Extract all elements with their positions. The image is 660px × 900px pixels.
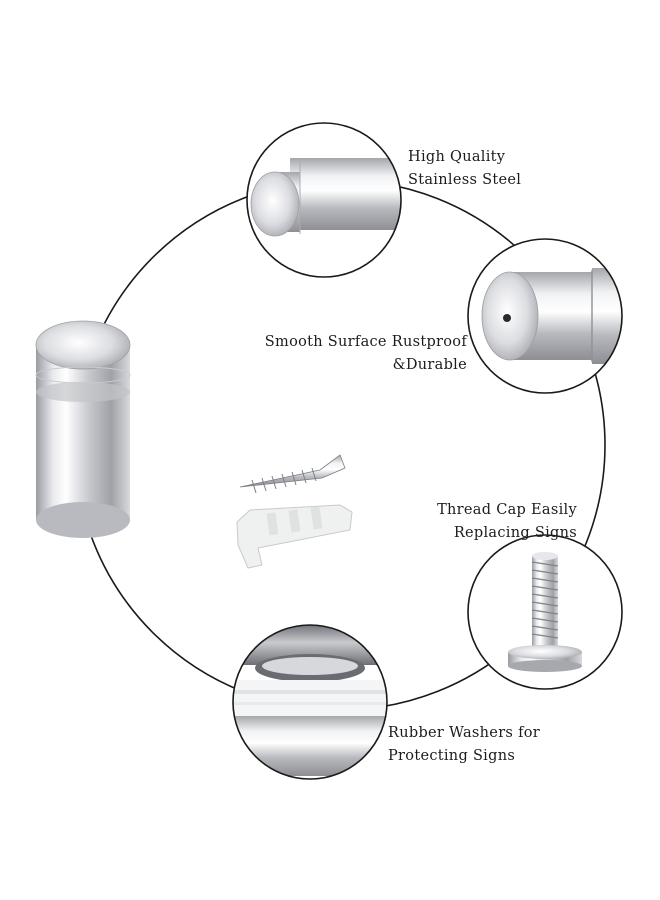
feature-label-surface: Smooth Surface Rustproof &Durable [265, 331, 467, 377]
feature-label-line: &Durable [392, 357, 467, 373]
threaded-bolt-icon [467, 534, 623, 690]
wall-anchor-icon [236, 504, 353, 569]
rubber-washer-icon [232, 624, 388, 780]
wood-screw-icon [239, 454, 346, 494]
feature-label-line: Rubber Washers for [388, 725, 540, 741]
stainless-steel-cylinder-icon [246, 122, 402, 278]
standoff-cylinder-icon [35, 320, 131, 538]
feature-label-line: High Quality [408, 149, 506, 165]
feature-label-line: Smooth Surface Rustproof [264, 334, 467, 350]
feature-label-line: Replacing Signs [453, 525, 577, 541]
feature-label-line: Thread Cap Easily [437, 502, 577, 518]
feature-label-washer: Rubber Washers for Protecting Signs [388, 722, 540, 768]
feature-label-line: Stainless Steel [408, 172, 522, 188]
feature-label-material: High Quality Stainless Steel [408, 146, 521, 192]
feature-label-thread: Thread Cap Easily Replacing Signs [437, 499, 577, 545]
drilled-cap-icon [467, 238, 623, 394]
feature-label-line: Protecting Signs [388, 748, 516, 764]
